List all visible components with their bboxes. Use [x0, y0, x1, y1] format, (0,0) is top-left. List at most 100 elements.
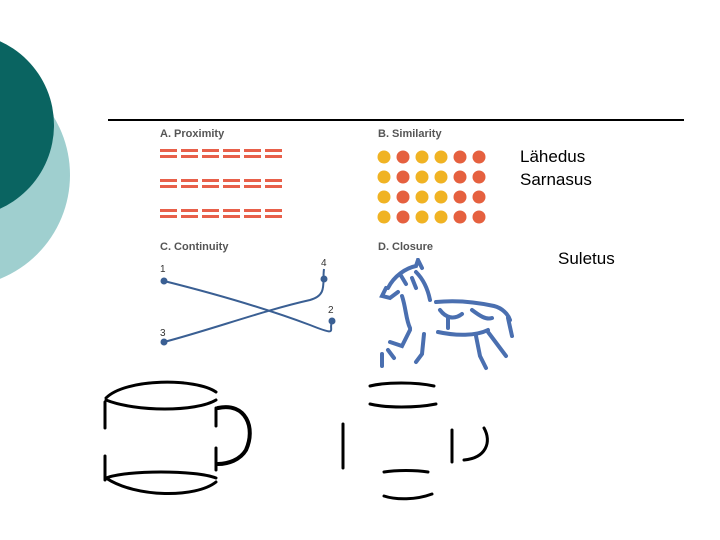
proximity-dash [244, 155, 261, 158]
horse-back-leg-2 [474, 334, 488, 370]
proximity-dash [223, 209, 240, 212]
similarity-dot [396, 170, 410, 184]
proximity-dash [202, 149, 219, 152]
similarity-title: B. Similarity [378, 128, 442, 140]
label-closure: Suletus [558, 249, 615, 268]
continuity-label-2: 2 [328, 305, 334, 316]
mug-fragment-rim-top [368, 381, 436, 388]
horse-hind-detail [470, 308, 494, 321]
proximity-title: A. Proximity [160, 128, 225, 140]
similarity-dot [434, 210, 448, 224]
proximity-dash [223, 215, 240, 218]
proximity-dash [265, 185, 282, 188]
horse-mane [398, 272, 418, 290]
horse-saddle [438, 308, 464, 330]
proximity-dash [160, 209, 177, 212]
horse-muzzle [379, 286, 400, 301]
mug-base-upper [104, 470, 218, 480]
continuity-label-4: 4 [321, 258, 327, 269]
proximity-dash [181, 185, 198, 188]
proximity-dash [223, 155, 240, 158]
similarity-dot [396, 210, 410, 224]
title-rule [108, 119, 684, 121]
similarity-dot [472, 190, 486, 204]
proximity-dash [244, 209, 261, 212]
horse-chest [400, 294, 412, 330]
similarity-figure [377, 150, 486, 224]
proximity-dash [160, 185, 177, 188]
similarity-dot [377, 190, 391, 204]
proximity-dash [181, 215, 198, 218]
proximity-dash [202, 185, 219, 188]
mug-handle [216, 405, 252, 466]
horse-front-leg-1 [388, 328, 412, 349]
horse-head [386, 258, 424, 290]
proximity-dash [265, 215, 282, 218]
proximity-dash [202, 155, 219, 158]
proximity-dash [223, 179, 240, 182]
proximity-dash [181, 149, 198, 152]
similarity-dot [377, 170, 391, 184]
horse-back-leg-1 [486, 330, 508, 358]
similarity-dot [453, 210, 467, 224]
proximity-dash [160, 179, 177, 182]
similarity-dot [472, 210, 486, 224]
mug-fragment-rim-lower [368, 402, 438, 409]
proximity-dash [265, 179, 282, 182]
horse-outline-figure [379, 258, 514, 370]
proximity-dash [181, 179, 198, 182]
mug-fragment-base-bottom [382, 492, 434, 501]
proximity-dash [265, 149, 282, 152]
mug-fragment-handle [462, 426, 489, 462]
similarity-dot [415, 210, 429, 224]
proximity-dash [160, 149, 177, 152]
label-similarity: Sarnasus [520, 170, 592, 189]
similarity-dot [434, 150, 448, 164]
continuity-label-1: 1 [160, 264, 166, 275]
mug-base [104, 476, 218, 495]
similarity-dot [415, 190, 429, 204]
similarity-dot [453, 190, 467, 204]
horse-tail [506, 316, 514, 338]
continuity-figure: 1 4 2 3 [160, 258, 336, 346]
proximity-dash [265, 209, 282, 212]
proximity-dash [202, 179, 219, 182]
proximity-dash [244, 215, 261, 218]
closure-title: D. Closure [378, 241, 434, 253]
horse-front-leg-2 [414, 332, 426, 364]
proximity-figure [160, 149, 282, 218]
similarity-dot [415, 170, 429, 184]
proximity-dash [202, 209, 219, 212]
horse-neck [414, 270, 432, 302]
continuity-title: C. Continuity [160, 241, 229, 253]
similarity-dot [472, 170, 486, 184]
proximity-dash [244, 149, 261, 152]
proximity-dash [160, 215, 177, 218]
continuity-curve-3-4 [163, 268, 325, 343]
proximity-dash [244, 185, 261, 188]
proximity-dash [181, 155, 198, 158]
proximity-dash [202, 215, 219, 218]
dark-teal-circle [0, 41, 54, 209]
proximity-dash [223, 185, 240, 188]
continuity-point [328, 317, 336, 325]
horse-belly [436, 328, 490, 337]
proximity-dash [244, 179, 261, 182]
similarity-dot [396, 150, 410, 164]
mug-rim-bottom-arc [104, 398, 218, 411]
similarity-dot [377, 210, 391, 224]
mug-figure-fragmented [341, 381, 489, 501]
mug-fragment-base-top [382, 469, 430, 474]
horse-hoof [380, 348, 396, 368]
similarity-dot [415, 150, 429, 164]
continuity-point [320, 275, 328, 283]
decorative-circles [0, 41, 70, 279]
similarity-dot [472, 150, 486, 164]
similarity-dot [434, 190, 448, 204]
similarity-dot [434, 170, 448, 184]
mug-figure-complete [103, 380, 252, 495]
continuity-point [160, 338, 168, 346]
proximity-dash [181, 209, 198, 212]
proximity-dash [223, 149, 240, 152]
continuity-point [160, 277, 168, 285]
